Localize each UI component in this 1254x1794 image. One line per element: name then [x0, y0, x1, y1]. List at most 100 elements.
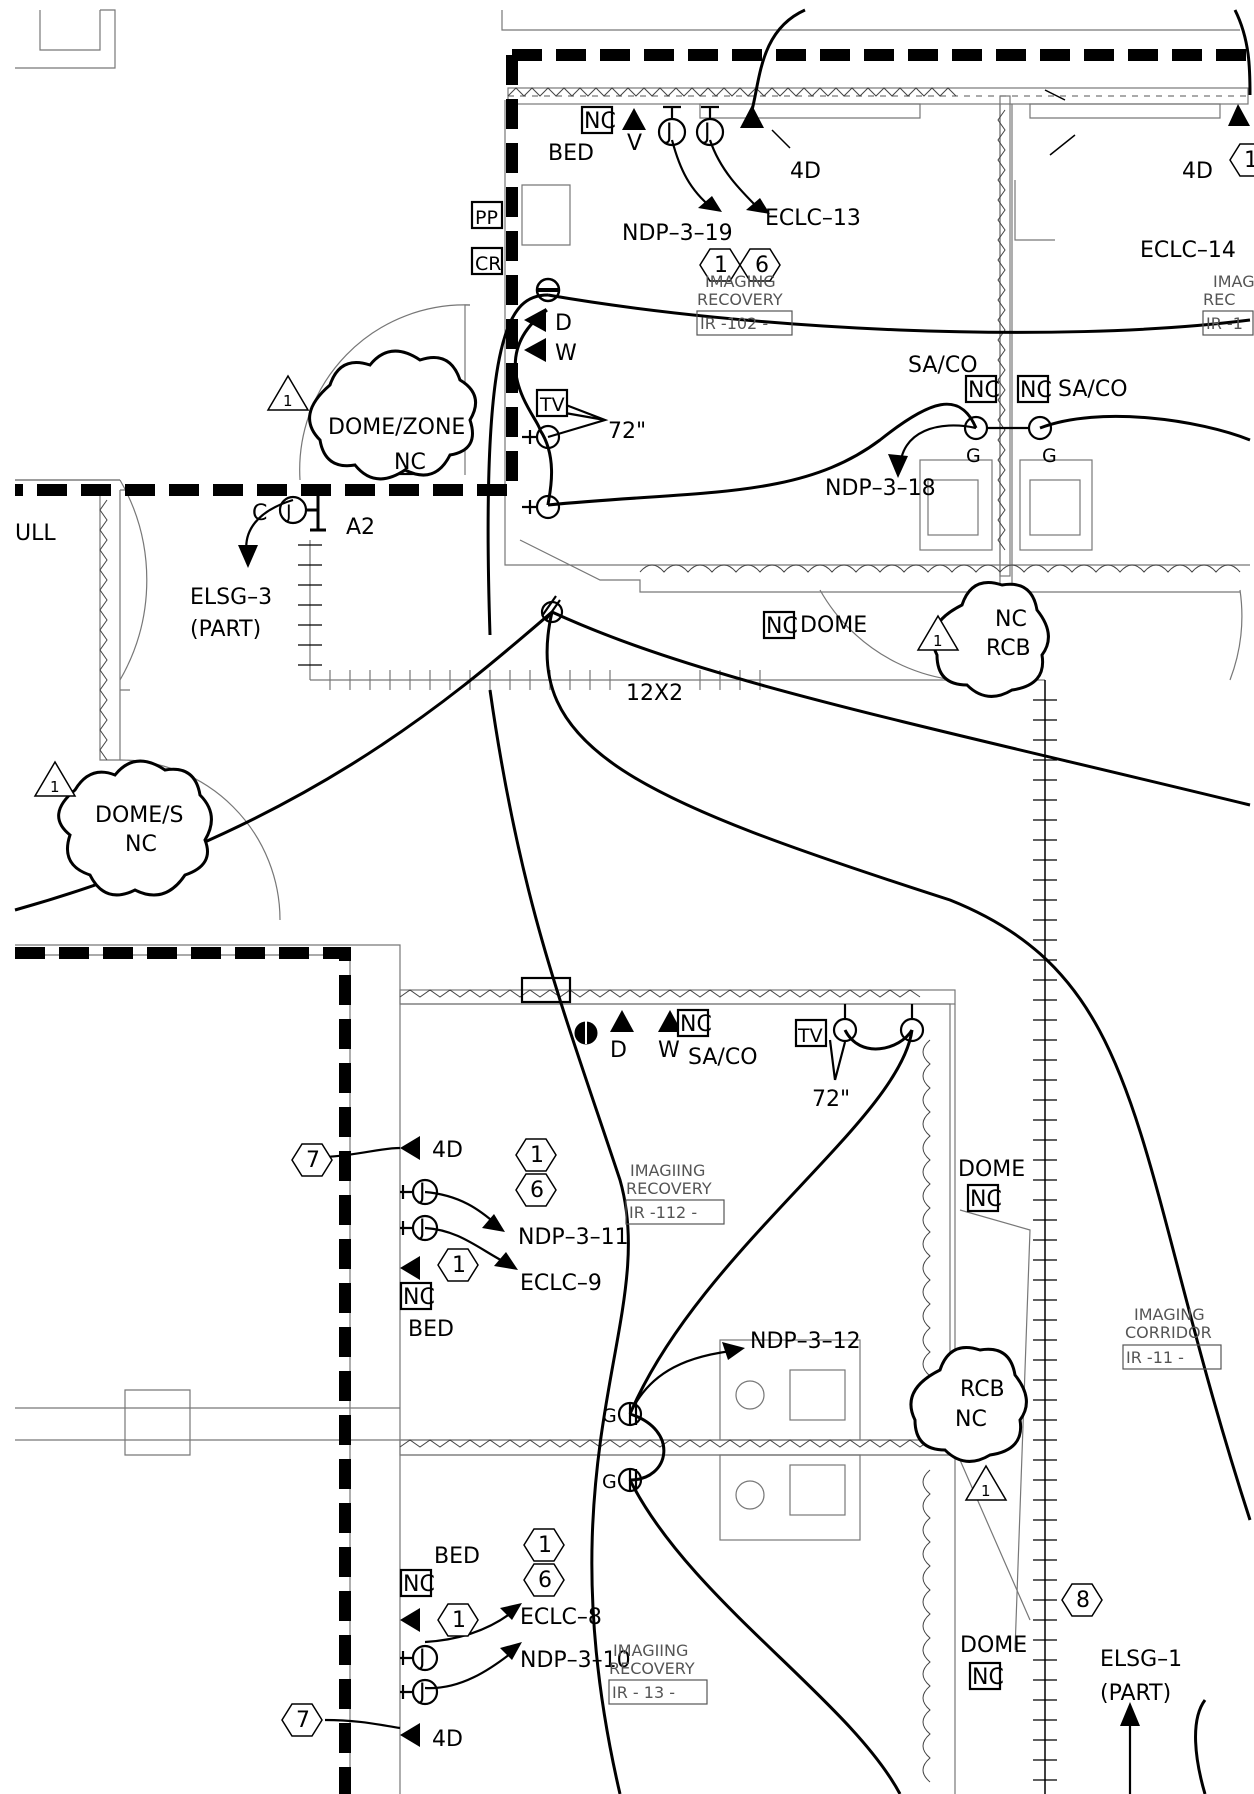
label-pp: PP: [475, 207, 498, 229]
nc-box: NC: [972, 1665, 1004, 1690]
label-a2: A2: [346, 515, 375, 540]
hex-tag: 6: [538, 1568, 552, 1593]
label-elsg-3: ELSG–3: [190, 585, 272, 610]
j-letter: J: [702, 120, 711, 145]
hex-tag: 7: [296, 1708, 310, 1733]
nc-box: NC: [968, 378, 1000, 403]
wiring: [14, 8, 1252, 1794]
room-113-name-1: IMAGIING: [613, 1641, 688, 1660]
label-eclc-8: ECLC–8: [520, 1605, 602, 1630]
label-sa-co-b: SA/CO: [1058, 377, 1128, 402]
label-c: C: [252, 501, 267, 526]
label-4d-a: 4D: [790, 159, 821, 184]
label-cr: CR: [475, 253, 501, 275]
nc-box: NC: [766, 614, 798, 639]
label-72-top: 72": [608, 419, 646, 444]
room-number-boxes: [608, 310, 1254, 1705]
room-1xx-number: IR -1: [1206, 314, 1243, 333]
label-d-top: D: [555, 311, 572, 336]
label-dome-a: DOME: [800, 613, 867, 638]
label-72-mid: 72": [812, 1087, 850, 1112]
room-113-name-2: RECOVERY: [609, 1659, 695, 1678]
room-112-number: IR -112 -: [629, 1203, 697, 1222]
label-12x2: 12X2: [626, 681, 683, 706]
label-dome-s: DOME/S: [95, 803, 184, 828]
label-ull: ULL: [15, 521, 56, 546]
label-j-door: J: [285, 501, 292, 523]
label-g-b: G: [1042, 445, 1057, 467]
label-4d-d: 4D: [432, 1727, 463, 1752]
j-letter: J: [417, 1216, 426, 1241]
hex-tag: 1: [1244, 148, 1254, 173]
label-ndp-3-12: NDP–3–12: [750, 1329, 861, 1354]
label-4d-b: 4D: [1182, 159, 1213, 184]
revision-triangle: 1: [981, 1482, 991, 1500]
hex-tag: 7: [306, 1148, 320, 1173]
label-d-mid: D: [610, 1038, 627, 1063]
revision-clouds: [57, 349, 1050, 1463]
nc-box: NC: [995, 607, 1027, 632]
label-ndp-3-19: NDP–3–19: [622, 221, 733, 246]
devices: [278, 104, 1250, 1747]
room-113-number: IR - 13 -: [612, 1683, 675, 1702]
nc-box: NC: [403, 1285, 435, 1310]
label-w-mid: W: [658, 1038, 680, 1063]
label-bed-low: BED: [434, 1544, 480, 1569]
revision-triangle: 1: [283, 392, 293, 410]
room-102-name-2: RECOVERY: [697, 290, 783, 309]
nc-box: NC: [970, 1187, 1002, 1212]
label-eclc-13: ECLC–13: [765, 206, 861, 231]
nc-box: NC: [403, 1572, 435, 1597]
label-ndp-3-11: NDP–3–11: [518, 1225, 629, 1250]
nc-box: NC: [125, 832, 157, 857]
arrow-heads: [238, 196, 1140, 1726]
label-rcb-b: RCB: [960, 1377, 1005, 1402]
label-w-top: W: [555, 341, 577, 366]
tag-shapes: [33, 89, 1254, 1737]
fire-partition-lines: [15, 49, 1248, 1794]
label-sa-co-a: SA/CO: [908, 353, 978, 378]
ceiling-grid-ticks: [298, 544, 1057, 1781]
hex-tag: 6: [755, 253, 769, 278]
label-elsg-1: ELSG–1: [1100, 1647, 1182, 1672]
room-1xx-name-1: IMAG: [1213, 272, 1254, 291]
j-letter: J: [417, 1180, 426, 1205]
hex-tag: 6: [530, 1178, 544, 1203]
label-rcb-a: RCB: [986, 636, 1031, 661]
label-eclc-14: ECLC–14: [1140, 238, 1236, 263]
room-112-name-1: IMAGIING: [630, 1161, 705, 1180]
room-1xx-name-2: REC: [1203, 290, 1235, 309]
nc-box: NC: [955, 1407, 987, 1432]
room-102-name-1: IMAGING: [705, 272, 776, 291]
label-part-b: (PART): [1100, 1681, 1171, 1706]
label-g-d: G: [602, 1471, 617, 1493]
label-tv-top: TV: [539, 394, 565, 416]
hex-tag: 1: [714, 253, 728, 278]
label-dome-c: DOME: [960, 1633, 1027, 1658]
hex-tag: 1: [452, 1253, 466, 1278]
label-v: V: [627, 131, 642, 156]
j-letter: J: [664, 120, 673, 145]
hex-tag: 1: [538, 1533, 552, 1558]
label-ndp-3-10: NDP–3–10: [520, 1648, 631, 1673]
j-letter: J: [417, 1646, 426, 1671]
nc-box: NC: [1020, 378, 1052, 403]
revision-triangle: 1: [933, 632, 943, 650]
label-dome-b: DOME: [958, 1157, 1025, 1182]
label-4d-c: 4D: [432, 1138, 463, 1163]
room-112-name-2: RECOVERY: [626, 1179, 712, 1198]
nc-box: NC: [584, 109, 616, 134]
room-102-number: IR -102 -: [700, 314, 768, 333]
label-g-a: G: [966, 445, 981, 467]
label-ndp-3-18: NDP–3–18: [825, 476, 936, 501]
hex-tag: 8: [1076, 1588, 1090, 1613]
label-eclc-9: ECLC–9: [520, 1271, 602, 1296]
label-part-a: (PART): [190, 617, 261, 642]
room-11x-number: IR -11 -: [1126, 1348, 1184, 1367]
nc-box: NC: [680, 1012, 712, 1037]
label-sa-co-c: SA/CO: [688, 1045, 758, 1070]
label-bed-top: BED: [548, 141, 594, 166]
zigzag-walls: [99, 87, 1241, 1783]
